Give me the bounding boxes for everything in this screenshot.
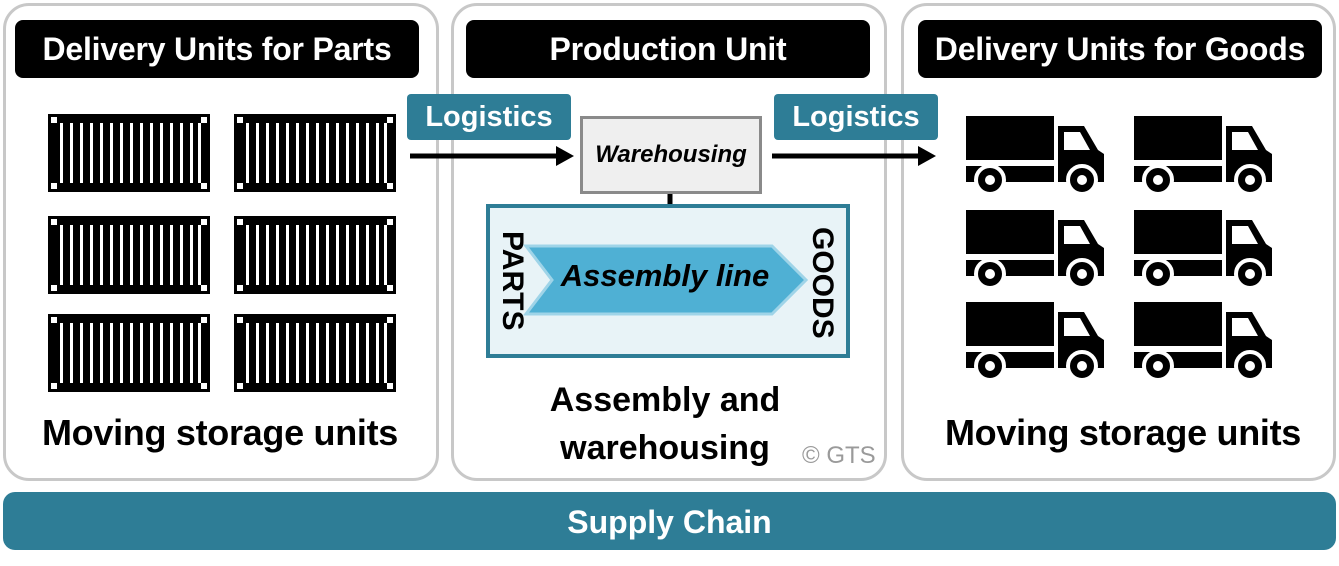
copyright-label: © GTS	[802, 442, 876, 469]
arrow-head-icon	[918, 146, 936, 166]
production-caption-line1: Assembly and	[549, 381, 781, 419]
logistics-badge-left: Logistics	[407, 94, 571, 140]
arrow-head-icon	[556, 146, 574, 166]
production-caption-line2: warehousing	[560, 429, 770, 467]
logistics-badge-right: Logistics	[774, 94, 938, 140]
parts-label: PARTS	[496, 231, 529, 331]
production-caption: Assembly and warehousing	[500, 376, 830, 472]
production-panel-header: Production Unit	[466, 20, 870, 78]
supply-chain-bar: Supply Chain	[3, 492, 1336, 550]
goods-panel-header: Delivery Units for Goods	[918, 20, 1322, 78]
assembly-line-label: Assembly line	[560, 258, 770, 293]
parts-panel-footer: Moving storage units	[41, 412, 399, 453]
assembly-chevron-arrow	[522, 244, 809, 316]
warehousing-box: Warehousing	[580, 116, 762, 194]
parts-panel-header: Delivery Units for Parts	[15, 20, 419, 78]
goods-label: GOODS	[806, 227, 839, 339]
goods-panel-footer: Moving storage units	[944, 412, 1302, 453]
